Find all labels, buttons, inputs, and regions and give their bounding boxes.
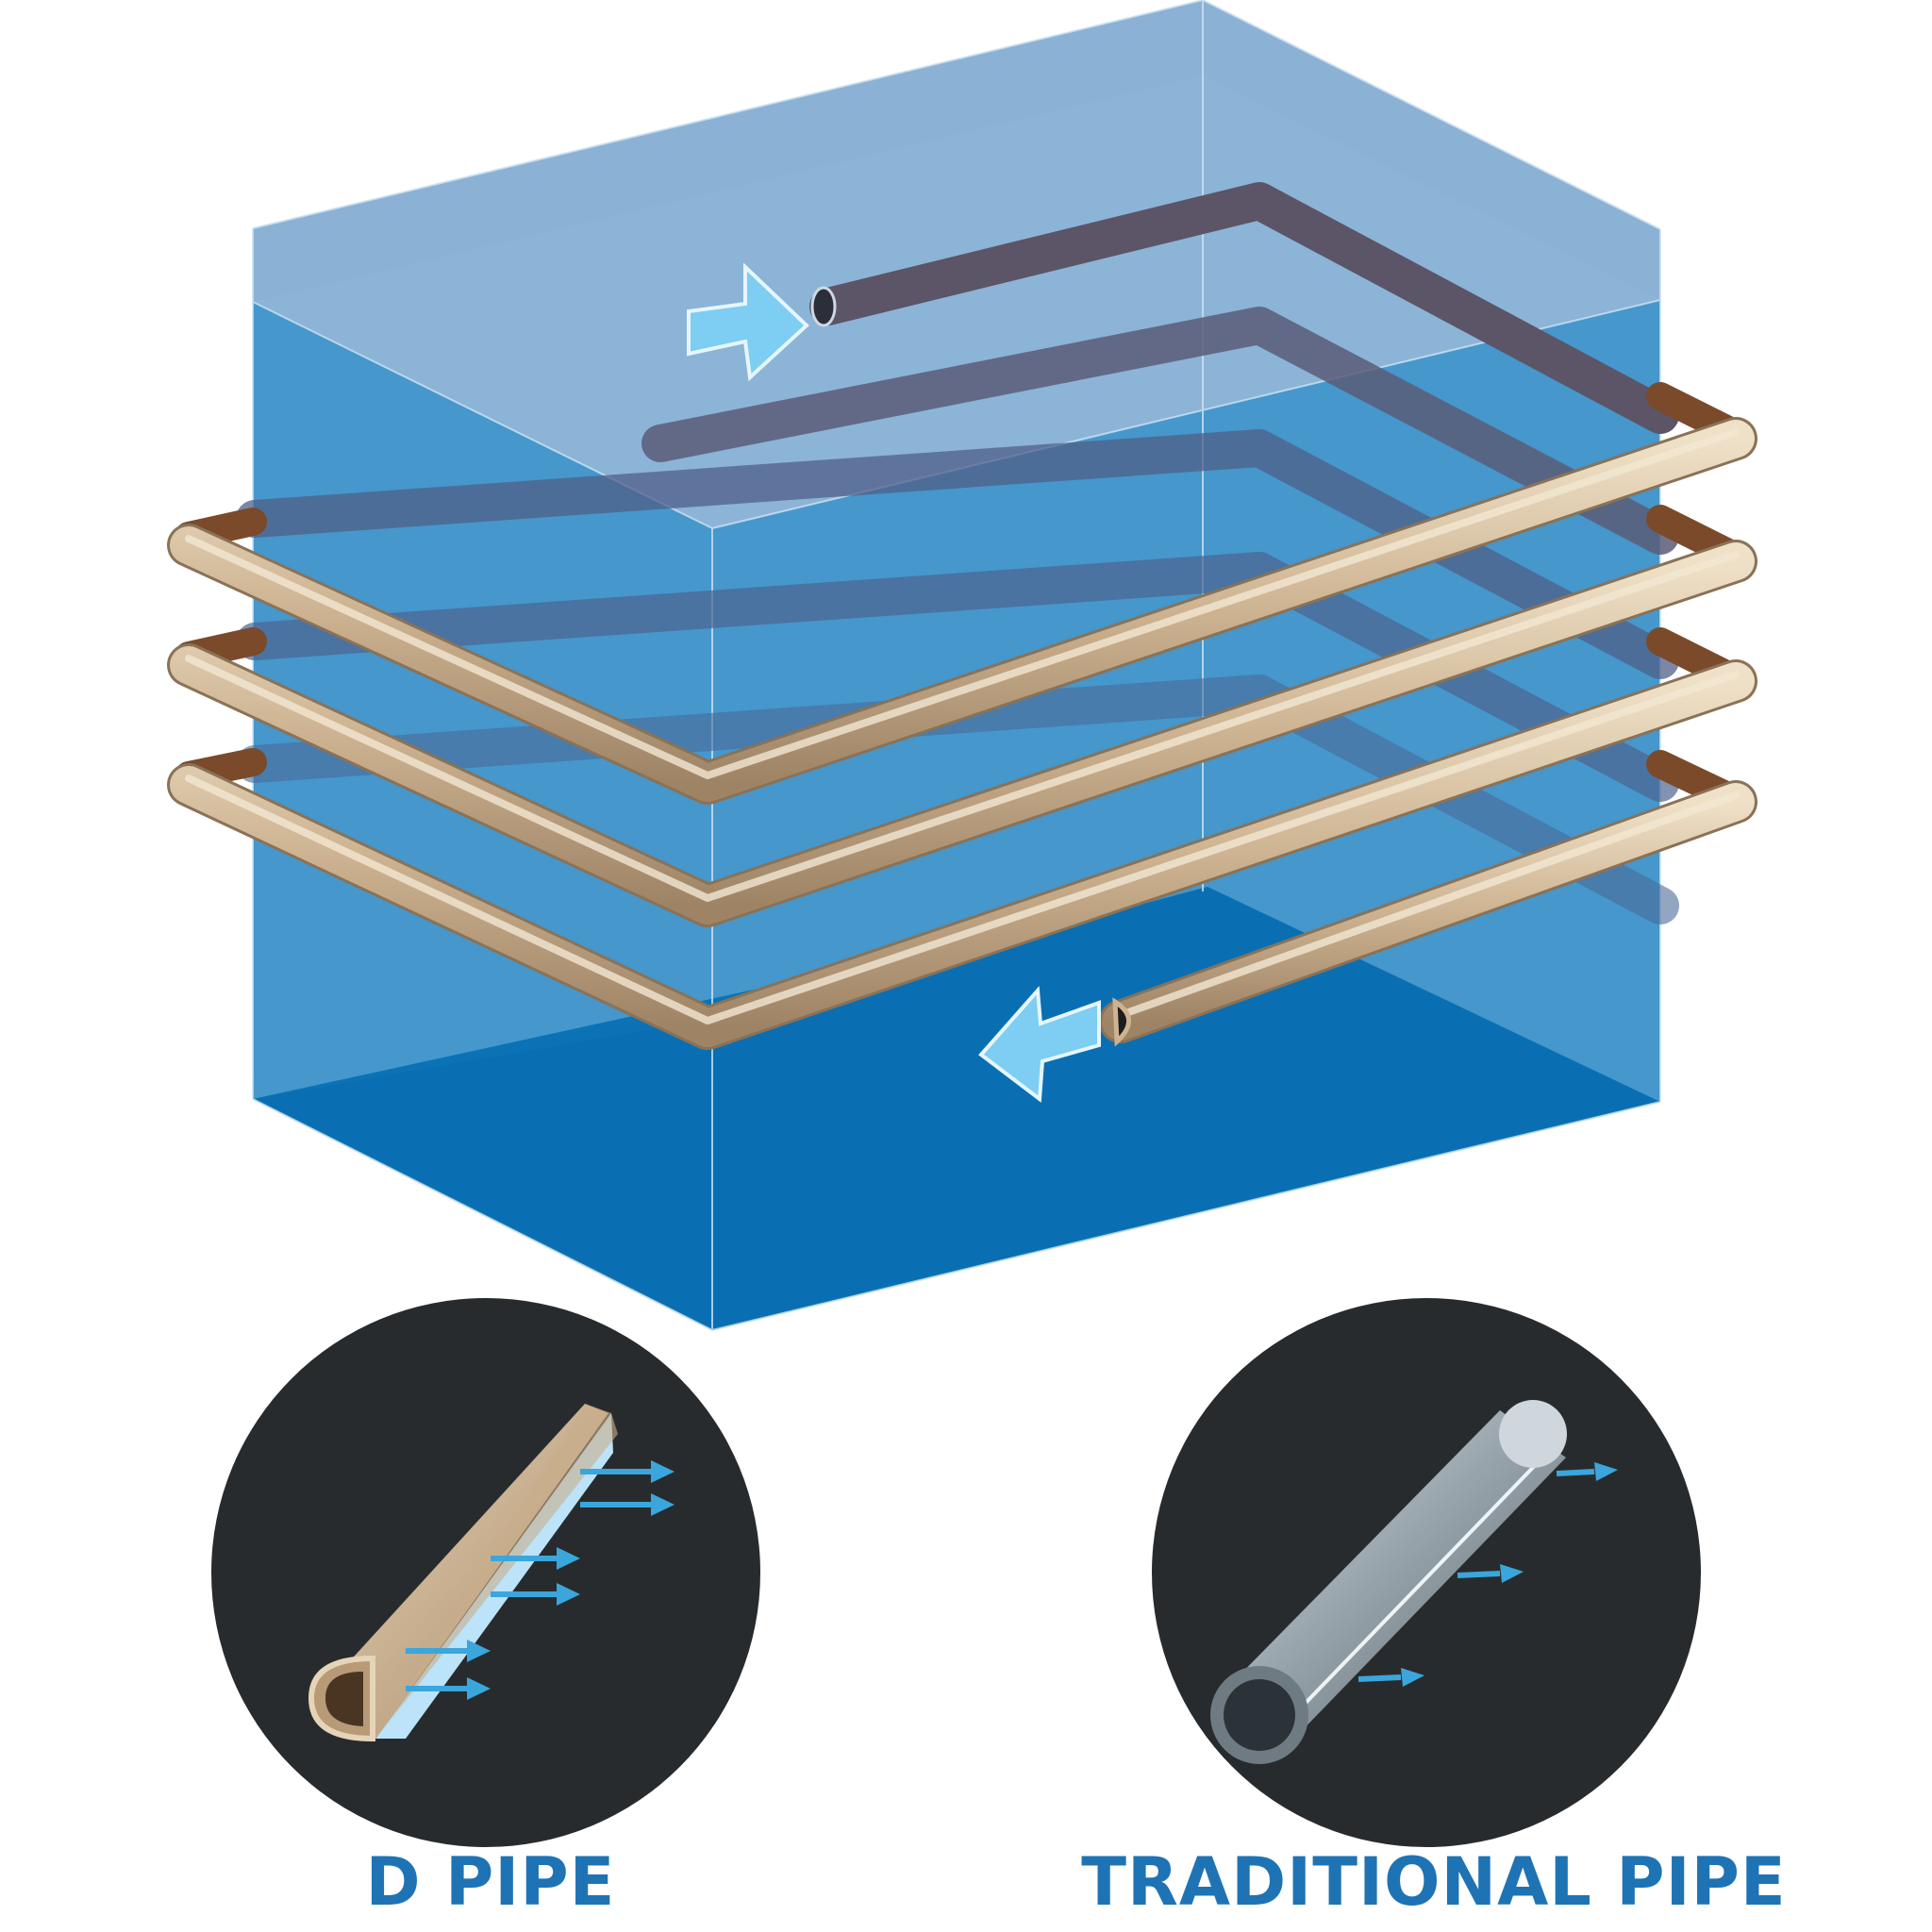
pipe-inlet-opening [810,286,837,327]
pipe-coil-back [236,182,1679,924]
traditional-pipe-body [1226,1410,1566,1740]
water-surface [253,75,1660,528]
traditional-pipe-label: TRADITIONAL PIPE [1081,1843,1787,1921]
d-pipe-label: D PIPE [365,1843,616,1921]
arrow-left-icon [978,986,1101,1103]
traditional-pipe-detail [1152,1298,1701,1847]
pipe-outlet-opening [1112,997,1131,1047]
arrow-right-icon [687,262,809,382]
d-pipe-detail [211,1298,760,1847]
traditional-pipe-heat-arrows [1357,1462,1618,1687]
pipe-coil-front [167,382,1757,1050]
d-pipe-heat-arrows [406,1460,675,1700]
water-deep-lower [253,887,1660,1330]
